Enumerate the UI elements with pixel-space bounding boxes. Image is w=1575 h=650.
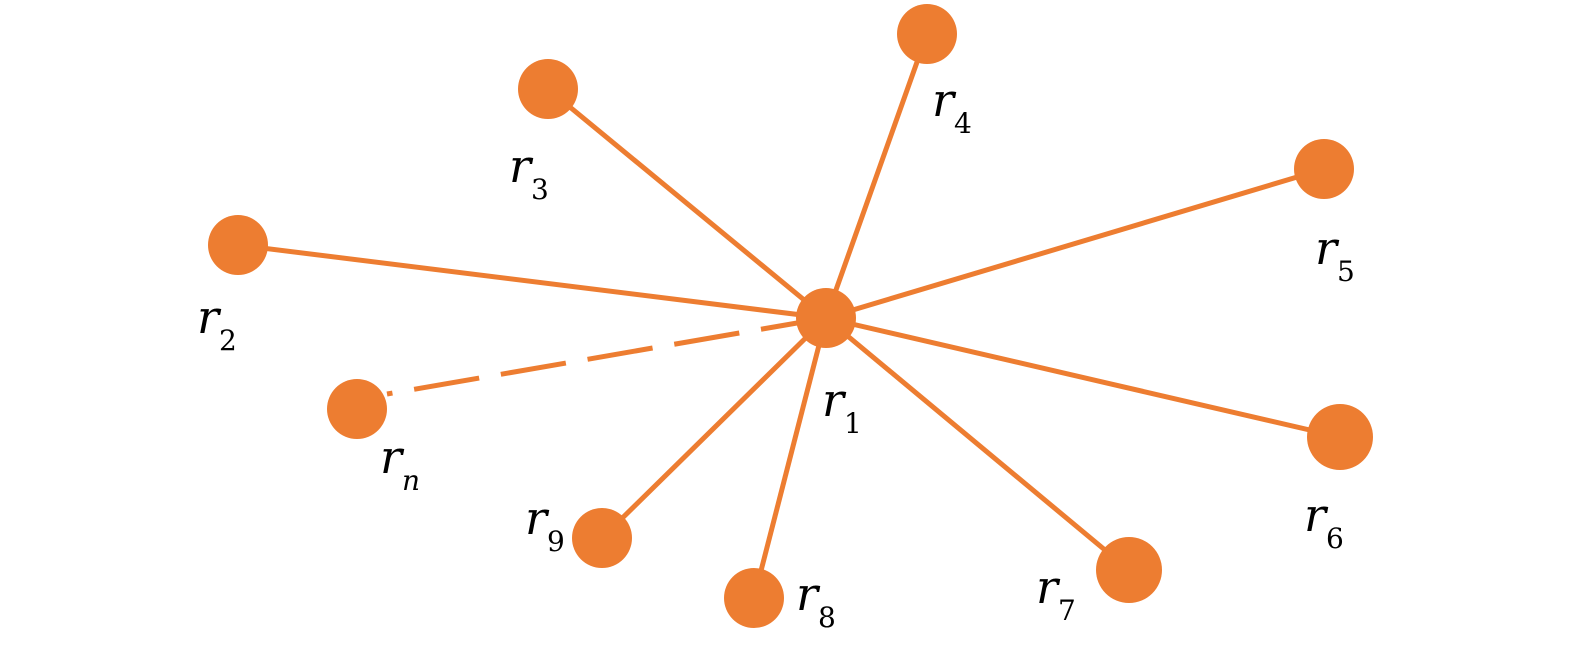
node-r1 bbox=[796, 288, 856, 348]
node-label-base: r bbox=[525, 491, 550, 545]
node-label-subscript: 9 bbox=[547, 525, 565, 558]
node-label-subscript: 2 bbox=[219, 324, 237, 357]
node-r2 bbox=[208, 215, 268, 275]
node-label-base: r bbox=[197, 290, 222, 344]
node-label-subscript: n bbox=[402, 464, 420, 497]
node-label-base: r bbox=[1304, 488, 1329, 542]
edge-r1-r9 bbox=[600, 316, 828, 540]
node-label-subscript: 5 bbox=[1337, 255, 1355, 288]
edge-r1-r2 bbox=[237, 242, 827, 321]
node-label-subscript: 6 bbox=[1326, 522, 1344, 555]
node-label-subscript: 4 bbox=[954, 107, 972, 140]
edge-r1-r8 bbox=[751, 317, 829, 599]
node-label-subscript: 8 bbox=[818, 601, 836, 634]
node-r6 bbox=[1307, 404, 1373, 470]
edge-r1-r4 bbox=[823, 33, 930, 319]
node-r4 bbox=[897, 4, 957, 64]
node-label-subscript: 7 bbox=[1058, 594, 1076, 627]
edge-r1-r7 bbox=[824, 316, 1131, 572]
edge-r1-r3 bbox=[546, 87, 828, 320]
node-label-base: r bbox=[796, 567, 821, 621]
edge-r1-r6 bbox=[825, 315, 1341, 440]
node-label-subscript: 1 bbox=[844, 407, 862, 440]
edge-r1-rn bbox=[386, 315, 827, 397]
node-r8 bbox=[724, 568, 784, 628]
node-label-base: r bbox=[1036, 560, 1061, 614]
edges-layer bbox=[237, 33, 1341, 599]
edge-r1-r5 bbox=[825, 166, 1325, 321]
node-label-base: r bbox=[380, 430, 405, 484]
node-label-base: r bbox=[1315, 221, 1340, 275]
node-r5 bbox=[1294, 139, 1354, 199]
node-r9 bbox=[572, 508, 632, 568]
node-r7 bbox=[1096, 537, 1162, 603]
node-label-base: r bbox=[822, 373, 847, 427]
node-rn bbox=[327, 379, 387, 439]
node-label-base: r bbox=[509, 139, 534, 193]
node-r3 bbox=[518, 59, 578, 119]
nodes-layer bbox=[208, 4, 1373, 628]
node-label-subscript: 3 bbox=[531, 173, 549, 206]
node-label-base: r bbox=[932, 73, 957, 127]
